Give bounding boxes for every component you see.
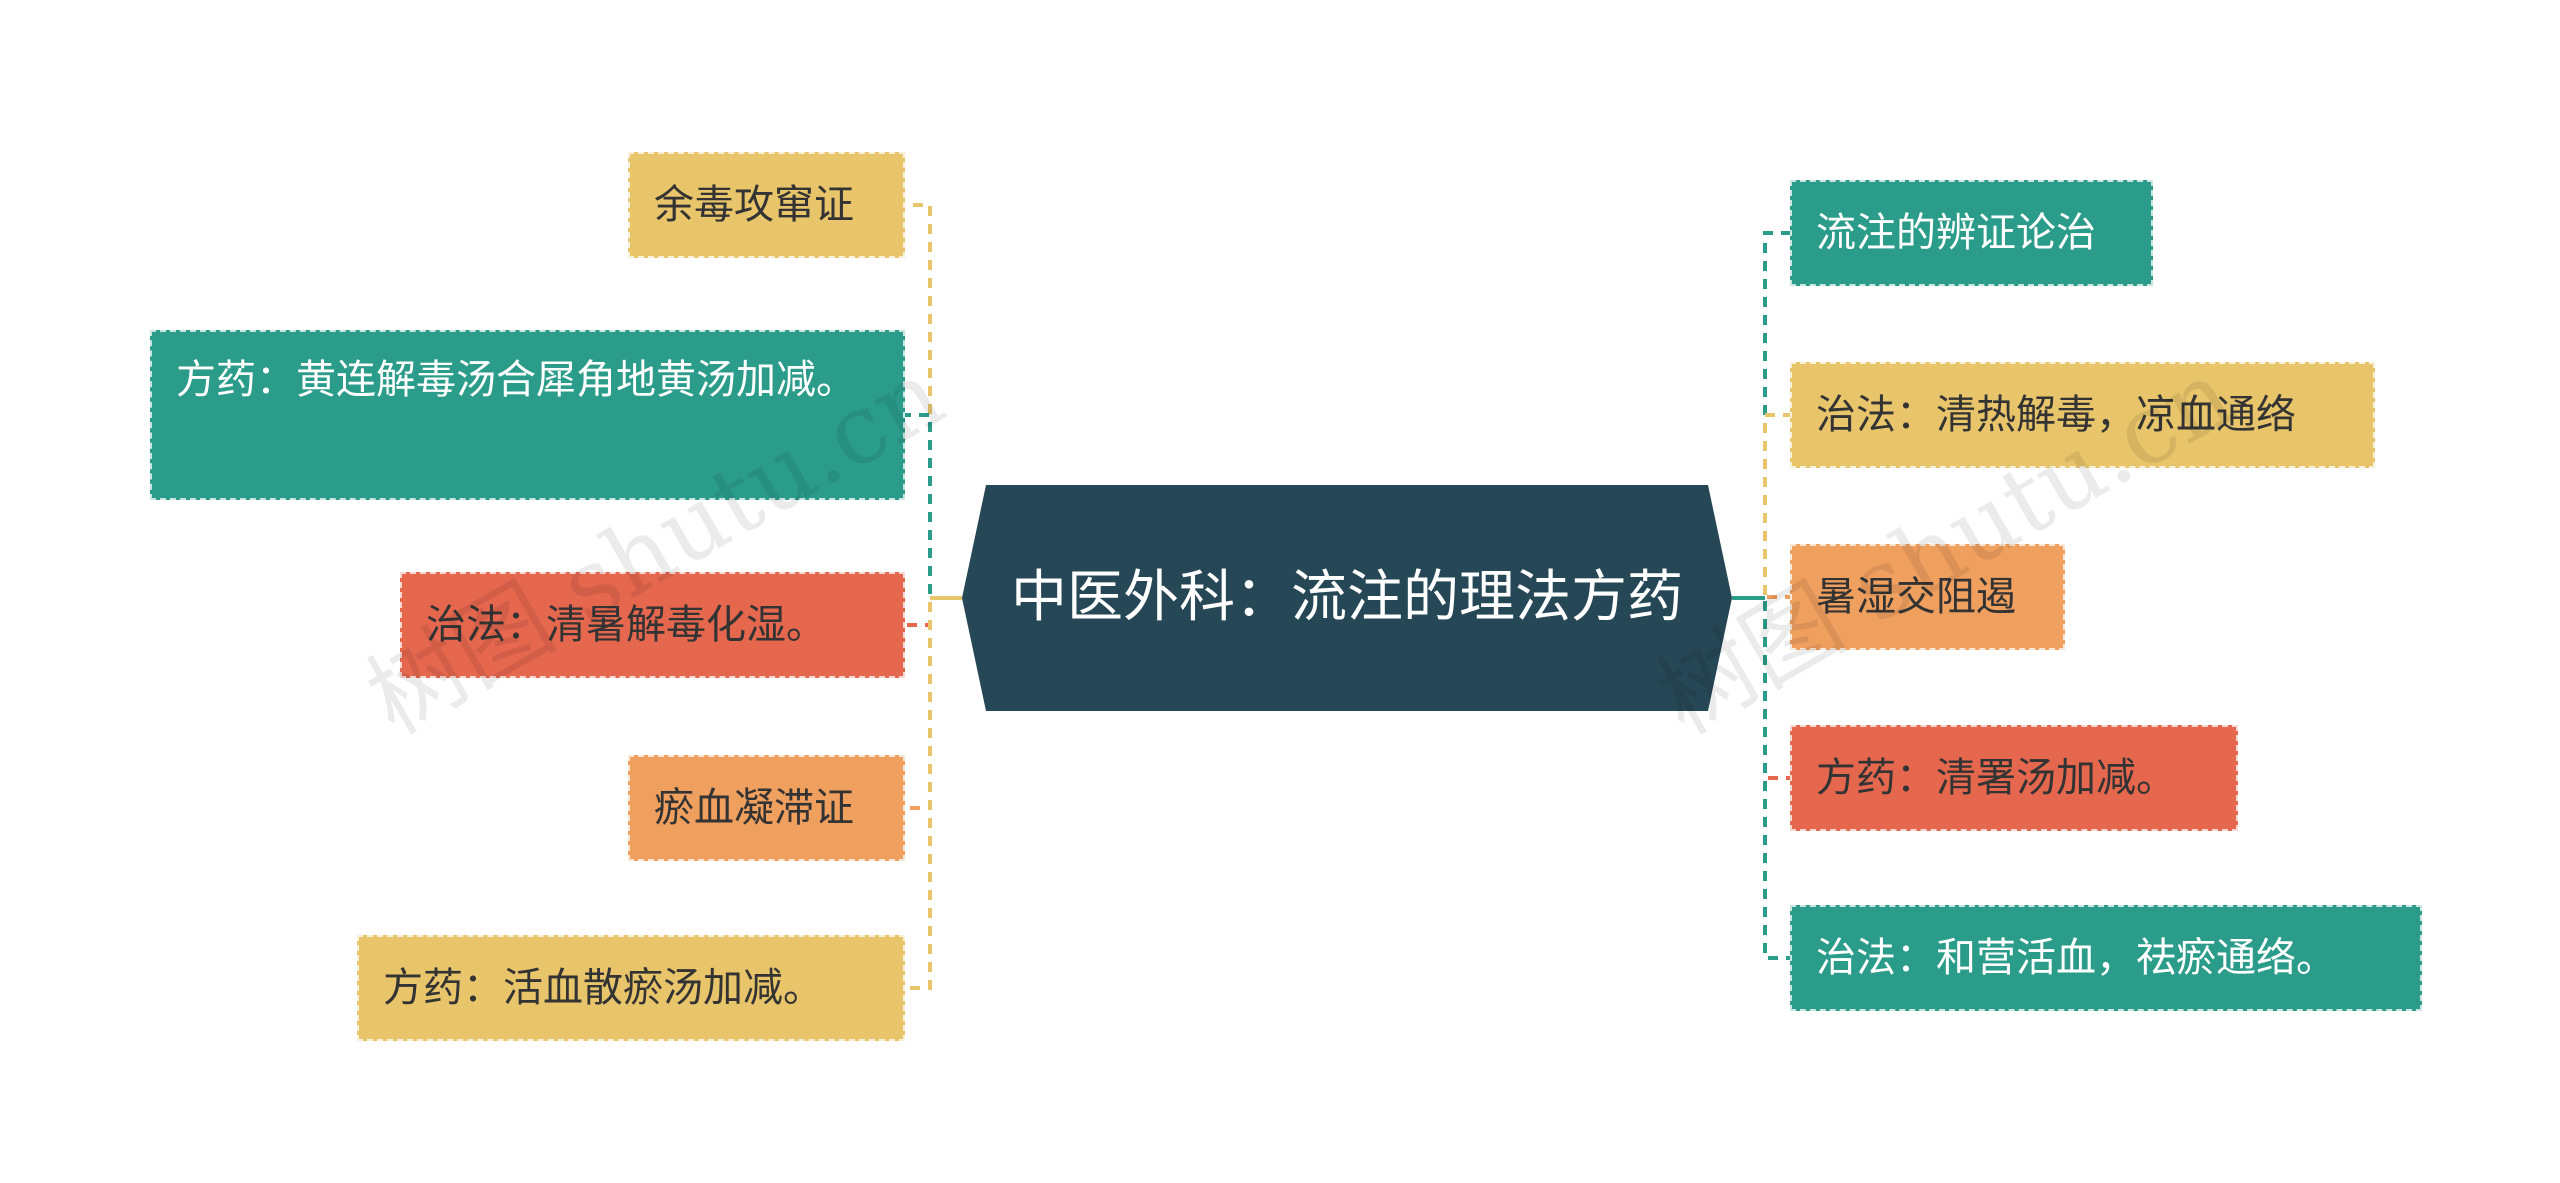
center-topic-label: 中医外科：流注的理法方药 (1011, 565, 1683, 630)
node-right-4[interactable]: 方药：清署汤加减。 (1790, 725, 2238, 831)
node-left-1[interactable]: 余毒攻窜证 (628, 152, 905, 258)
connector-r4 (1732, 596, 1790, 780)
node-right-3-label: 暑湿交阻遏 (1816, 574, 2016, 620)
connector-l4 (905, 596, 962, 810)
node-right-5-label: 治法：和营活血，祛瘀通络。 (1816, 935, 2336, 981)
node-left-5-label: 方药：活血散瘀汤加减。 (383, 965, 823, 1011)
connector-l1 (905, 203, 962, 600)
center-topic-node[interactable]: 中医外科：流注的理法方药 (962, 485, 1732, 711)
node-right-1-label: 流注的辨证论治 (1816, 210, 2096, 256)
connector-l5 (905, 596, 962, 990)
node-right-2[interactable]: 治法：清热解毒，凉血通络 (1790, 362, 2375, 468)
node-right-3[interactable]: 暑湿交阻遏 (1790, 544, 2065, 650)
node-left-3-label: 治法：清暑解毒化湿。 (426, 602, 826, 648)
connector-l3 (905, 596, 962, 627)
node-left-4[interactable]: 瘀血凝滞证 (628, 755, 905, 861)
node-left-3[interactable]: 治法：清暑解毒化湿。 (400, 572, 905, 678)
node-right-1[interactable]: 流注的辨证论治 (1790, 180, 2153, 286)
node-left-5[interactable]: 方药：活血散瘀汤加减。 (357, 935, 905, 1041)
connector-r1 (1732, 231, 1790, 600)
node-left-1-label: 余毒攻窜证 (654, 182, 854, 228)
node-left-2-label: 方药：黄连解毒汤合犀角地黄汤加减。 (176, 357, 856, 403)
node-right-4-label: 方药：清署汤加减。 (1816, 755, 2176, 801)
node-left-2[interactable]: 方药：黄连解毒汤合犀角地黄汤加减。 (150, 330, 905, 500)
node-right-2-label: 治法：清热解毒，凉血通络 (1816, 392, 2296, 438)
node-left-4-label: 瘀血凝滞证 (654, 785, 854, 831)
connector-r5 (1732, 596, 1790, 960)
node-right-5[interactable]: 治法：和营活血，祛瘀通络。 (1790, 905, 2422, 1011)
